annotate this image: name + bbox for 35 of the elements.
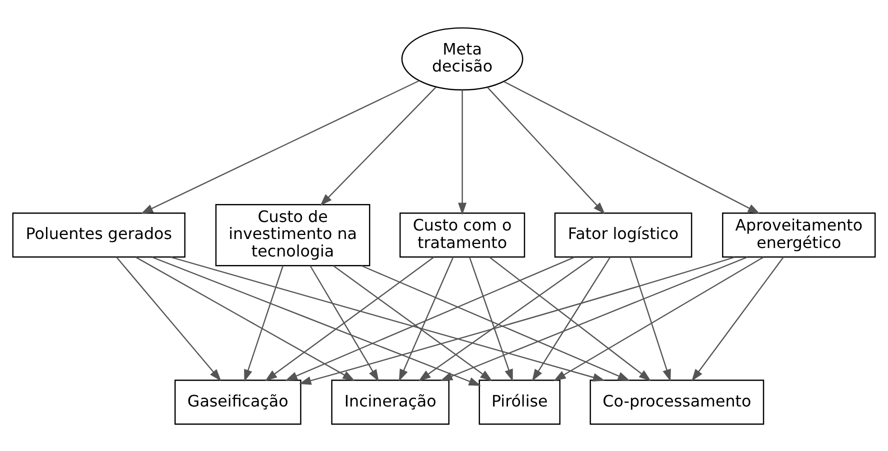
arrow (458, 90, 467, 214)
arrow (320, 86, 436, 206)
arrow (264, 256, 434, 381)
arrow (418, 256, 594, 381)
arrow (629, 256, 671, 381)
arrow (468, 256, 513, 381)
node-box: Pirólise (478, 379, 560, 424)
arrow (554, 256, 764, 380)
node-box: Fator logístico (554, 212, 692, 258)
node-box: Gaseificação (174, 379, 302, 424)
arrow (504, 80, 760, 214)
arrow (298, 256, 735, 384)
arrow (116, 256, 222, 381)
node-box: Custo com o tratamento (399, 212, 526, 258)
arrow (440, 256, 748, 380)
node-box: Custo de investimento na tecnologia (215, 204, 370, 266)
node-ellipse: Meta decisão (401, 26, 524, 90)
arrow (244, 265, 284, 382)
node-box: Aproveitamento energético (722, 212, 876, 258)
arrow (135, 256, 355, 380)
node-box: Poluentes gerados (12, 212, 186, 258)
arrow (170, 256, 606, 381)
arrow (310, 264, 379, 382)
arrow (285, 256, 575, 380)
arrow (152, 256, 482, 386)
arrow (140, 80, 420, 214)
node-box: Co-processamento (590, 379, 764, 424)
node-box: Incineração (331, 379, 450, 424)
arrow (361, 264, 630, 380)
arrow (692, 256, 784, 381)
arrow (398, 256, 454, 381)
arrow (489, 256, 652, 381)
arrow (487, 86, 606, 214)
arrow (332, 264, 492, 381)
arrow (532, 256, 611, 381)
